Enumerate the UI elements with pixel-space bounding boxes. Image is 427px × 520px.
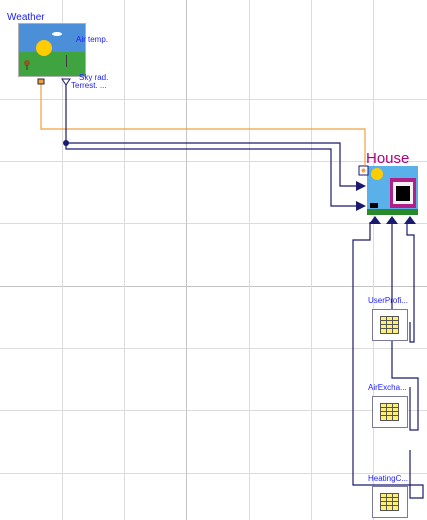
connection-sky-rad[interactable] xyxy=(66,83,356,186)
connection-junction xyxy=(63,140,69,146)
weather-output-terrestrial: Terrest. ... xyxy=(71,81,107,90)
radiator-icon xyxy=(370,203,378,208)
connection-user-profile[interactable] xyxy=(407,222,414,342)
heat-input-icon[interactable] xyxy=(359,166,368,175)
connection-heating-control[interactable] xyxy=(353,222,423,498)
air-exchange-block[interactable] xyxy=(373,397,408,428)
port-house-bottom-2[interactable] xyxy=(386,216,398,224)
house-ground xyxy=(367,209,418,215)
pole-icon xyxy=(66,55,67,67)
house-title: House xyxy=(366,150,409,167)
heating-control-block[interactable] xyxy=(373,487,408,518)
port-house-input-1[interactable] xyxy=(356,181,366,191)
air-exchange-title: AirExcha... xyxy=(368,383,407,392)
port-sky-rad[interactable] xyxy=(62,79,70,85)
house-block[interactable] xyxy=(356,166,418,224)
connection-air-temp[interactable] xyxy=(41,83,365,165)
weather-title: Weather xyxy=(7,12,45,23)
weather-output-air-temp: Air temp. xyxy=(76,35,108,44)
cloud-icon xyxy=(52,32,62,36)
port-house-bottom-3[interactable] xyxy=(404,216,416,224)
user-profile-title: UserProfi... xyxy=(368,296,408,305)
weather-block[interactable] xyxy=(19,24,86,86)
connection-terrestrial[interactable] xyxy=(66,143,356,206)
sun-icon xyxy=(36,40,52,56)
heating-control-title: HeatingC... xyxy=(368,474,408,483)
port-house-input-2[interactable] xyxy=(356,201,366,211)
user-profile-block[interactable] xyxy=(373,310,408,341)
house-interior xyxy=(396,186,410,201)
port-air-temp[interactable] xyxy=(38,79,44,84)
port-house-bottom-1[interactable] xyxy=(369,216,381,224)
house-sun-icon xyxy=(371,168,383,180)
